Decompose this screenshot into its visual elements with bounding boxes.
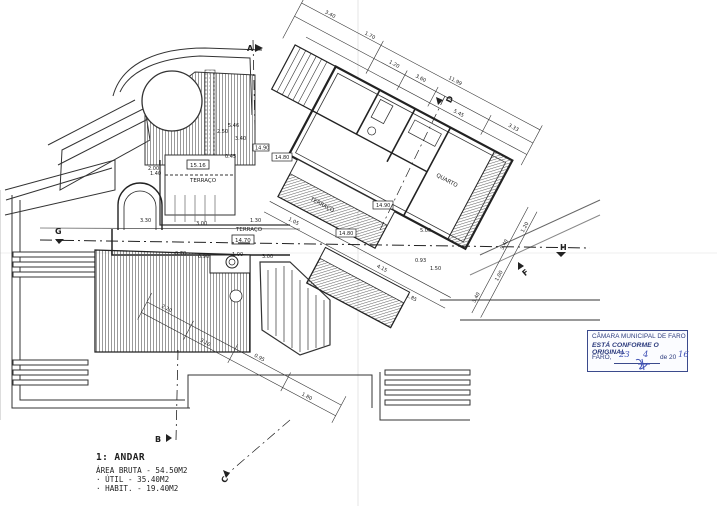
section-marks: A B C D F G H (55, 44, 567, 484)
dimension-labels: 2.00 3.00 2.50 5.46 3.40 3.30 0.70 1.40 … (140, 123, 441, 272)
dimension-string-right: 3.40 1.00 3.40 1.20 (471, 206, 538, 318)
svg-text:1.80: 1.80 (300, 392, 313, 403)
section-mark-b: B (155, 435, 161, 444)
level-markers: 15.16 14.90 14.80 14.90 14.80 14.70 (186, 143, 394, 245)
section-mark-h: H (560, 243, 567, 252)
signature-mark (635, 358, 650, 371)
dim-label: 3.40 (324, 9, 337, 20)
area-util: · ÚTIL - 35.40M2 (96, 475, 170, 484)
dim-label: 11.99 (447, 75, 462, 87)
svg-text:3.40: 3.40 (471, 291, 482, 304)
svg-text:1.50: 1.50 (430, 266, 441, 272)
svg-text:3.30: 3.30 (140, 218, 151, 224)
svg-text:0.93: 0.93 (415, 258, 426, 264)
terrace-upper-left (159, 154, 290, 226)
section-mark-g: G (55, 227, 62, 236)
svg-text:3.00: 3.00 (196, 221, 207, 227)
svg-text:1.40: 1.40 (150, 171, 161, 177)
svg-text:0.90: 0.90 (198, 254, 209, 260)
dim-label: 4.15 (375, 264, 388, 275)
stamp-line-2: ESTÁ CONFORME O ORIGINAL (592, 342, 659, 356)
dim-label: 1.85 (405, 293, 418, 304)
round-tower (141, 69, 256, 171)
svg-text:2.00: 2.00 (148, 166, 159, 172)
arch-element (117, 182, 163, 230)
dim-label: 3.33 (507, 123, 520, 134)
stamp-year: 16 (678, 350, 689, 360)
svg-text:0.95: 0.95 (253, 353, 266, 364)
room-label-terrace: TERRAÇO (189, 178, 217, 184)
stamp-line-1: CÂMARA MUNICIPAL DE FARO (592, 333, 686, 340)
dim-label: 1.20 (388, 59, 401, 70)
svg-text:2.50: 2.50 (217, 129, 228, 135)
svg-text:0.70: 0.70 (175, 251, 186, 257)
section-mark-f: F (521, 267, 531, 277)
section-mark-d: D (444, 94, 455, 104)
svg-text:3.10: 3.10 (199, 338, 212, 349)
section-mark-a: A (247, 44, 254, 53)
area-bruta: ÁREA BRUTA - 54.50M2 (96, 466, 188, 475)
plan-title-block: 1: ANDAR ÁREA BRUTA - 54.50M2 · ÚTIL - 3… (96, 452, 187, 493)
svg-text:14.90: 14.90 (255, 146, 269, 152)
stamp-de-label: de 20 (660, 354, 677, 361)
svg-text:3.40: 3.40 (235, 136, 246, 142)
municipal-stamp: CÂMARA MUNICIPAL DE FARO ESTÁ CONFORME O… (587, 330, 689, 372)
svg-text:1.30: 1.30 (250, 218, 261, 224)
house-block: 3.40 1.70 1.20 3.60 11.99 5.45 3.33 1.05… (263, 0, 543, 309)
svg-text:3.00: 3.00 (262, 254, 273, 260)
svg-text:14.70: 14.70 (235, 238, 251, 244)
svg-text:1.00: 1.00 (232, 252, 243, 258)
dim-label: 1.05 (287, 217, 300, 228)
svg-text:2.20: 2.20 (160, 304, 173, 315)
svg-text:14.80: 14.80 (339, 231, 353, 237)
room-label-terrace: TERRAÇO (235, 227, 263, 233)
dimension-string-lower: 2.20 3.10 0.95 1.80 (137, 292, 347, 423)
dim-label: 1.70 (363, 31, 376, 42)
section-mark-c: C (219, 475, 230, 485)
svg-text:1.00: 1.00 (494, 270, 505, 283)
area-habit: · HABIT. - 19.40M2 (96, 484, 179, 493)
site-outline (0, 47, 601, 421)
svg-text:14.80: 14.80 (275, 155, 289, 161)
svg-text:15.16: 15.16 (190, 163, 206, 169)
svg-text:5.46: 5.46 (228, 123, 239, 129)
plan-title: 1: ANDAR (96, 452, 145, 463)
svg-text:3.40: 3.40 (499, 239, 510, 252)
stamp-place: FARO, (592, 354, 612, 361)
date-underline (614, 363, 660, 364)
hatched-terrace-right (305, 246, 411, 329)
svg-text:1.20: 1.20 (520, 221, 531, 234)
dim-label: 3.60 (414, 73, 427, 84)
stamp-day: 23 (619, 350, 630, 360)
dim-label: 5.45 (452, 108, 465, 119)
svg-text:5.00: 5.00 (420, 228, 431, 234)
svg-text:0.45: 0.45 (225, 154, 236, 160)
stamp-month: 4 (643, 350, 649, 360)
hatched-terrace-lower (94, 249, 251, 353)
svg-text:14.90: 14.90 (376, 203, 390, 209)
